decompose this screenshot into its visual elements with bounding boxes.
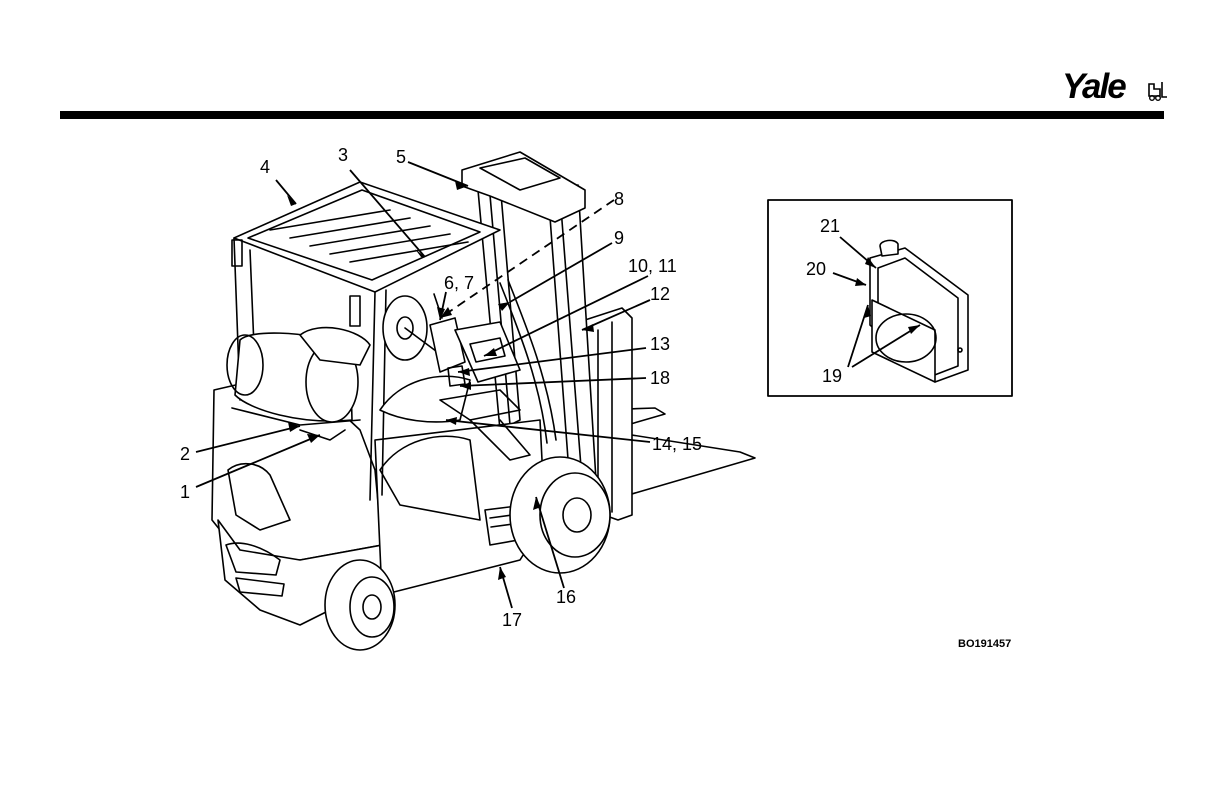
callout-19: 19 [822,366,842,386]
callout-1: 1 [180,482,190,502]
radiator-inset [768,200,1012,396]
callout-21: 21 [820,216,840,236]
callout-14-15: 14, 15 [652,434,702,454]
callout-4: 4 [260,157,270,177]
callout-9: 9 [614,228,624,248]
callout-16: 16 [556,587,576,607]
callout-2: 2 [180,444,190,464]
callout-10-11: 10, 11 [628,256,677,276]
callout-6-7: 6, 7 [444,273,474,293]
callout-5: 5 [396,147,406,167]
callout-17: 17 [502,610,522,630]
steering [383,294,465,372]
callout-3: 3 [338,145,348,165]
callout-12: 12 [650,284,670,304]
callout-20: 20 [806,259,826,279]
callout-8: 8 [614,189,624,209]
callout-13: 13 [650,334,670,354]
callout-18: 18 [650,368,670,388]
figure-code: BO191457 [958,638,1011,650]
